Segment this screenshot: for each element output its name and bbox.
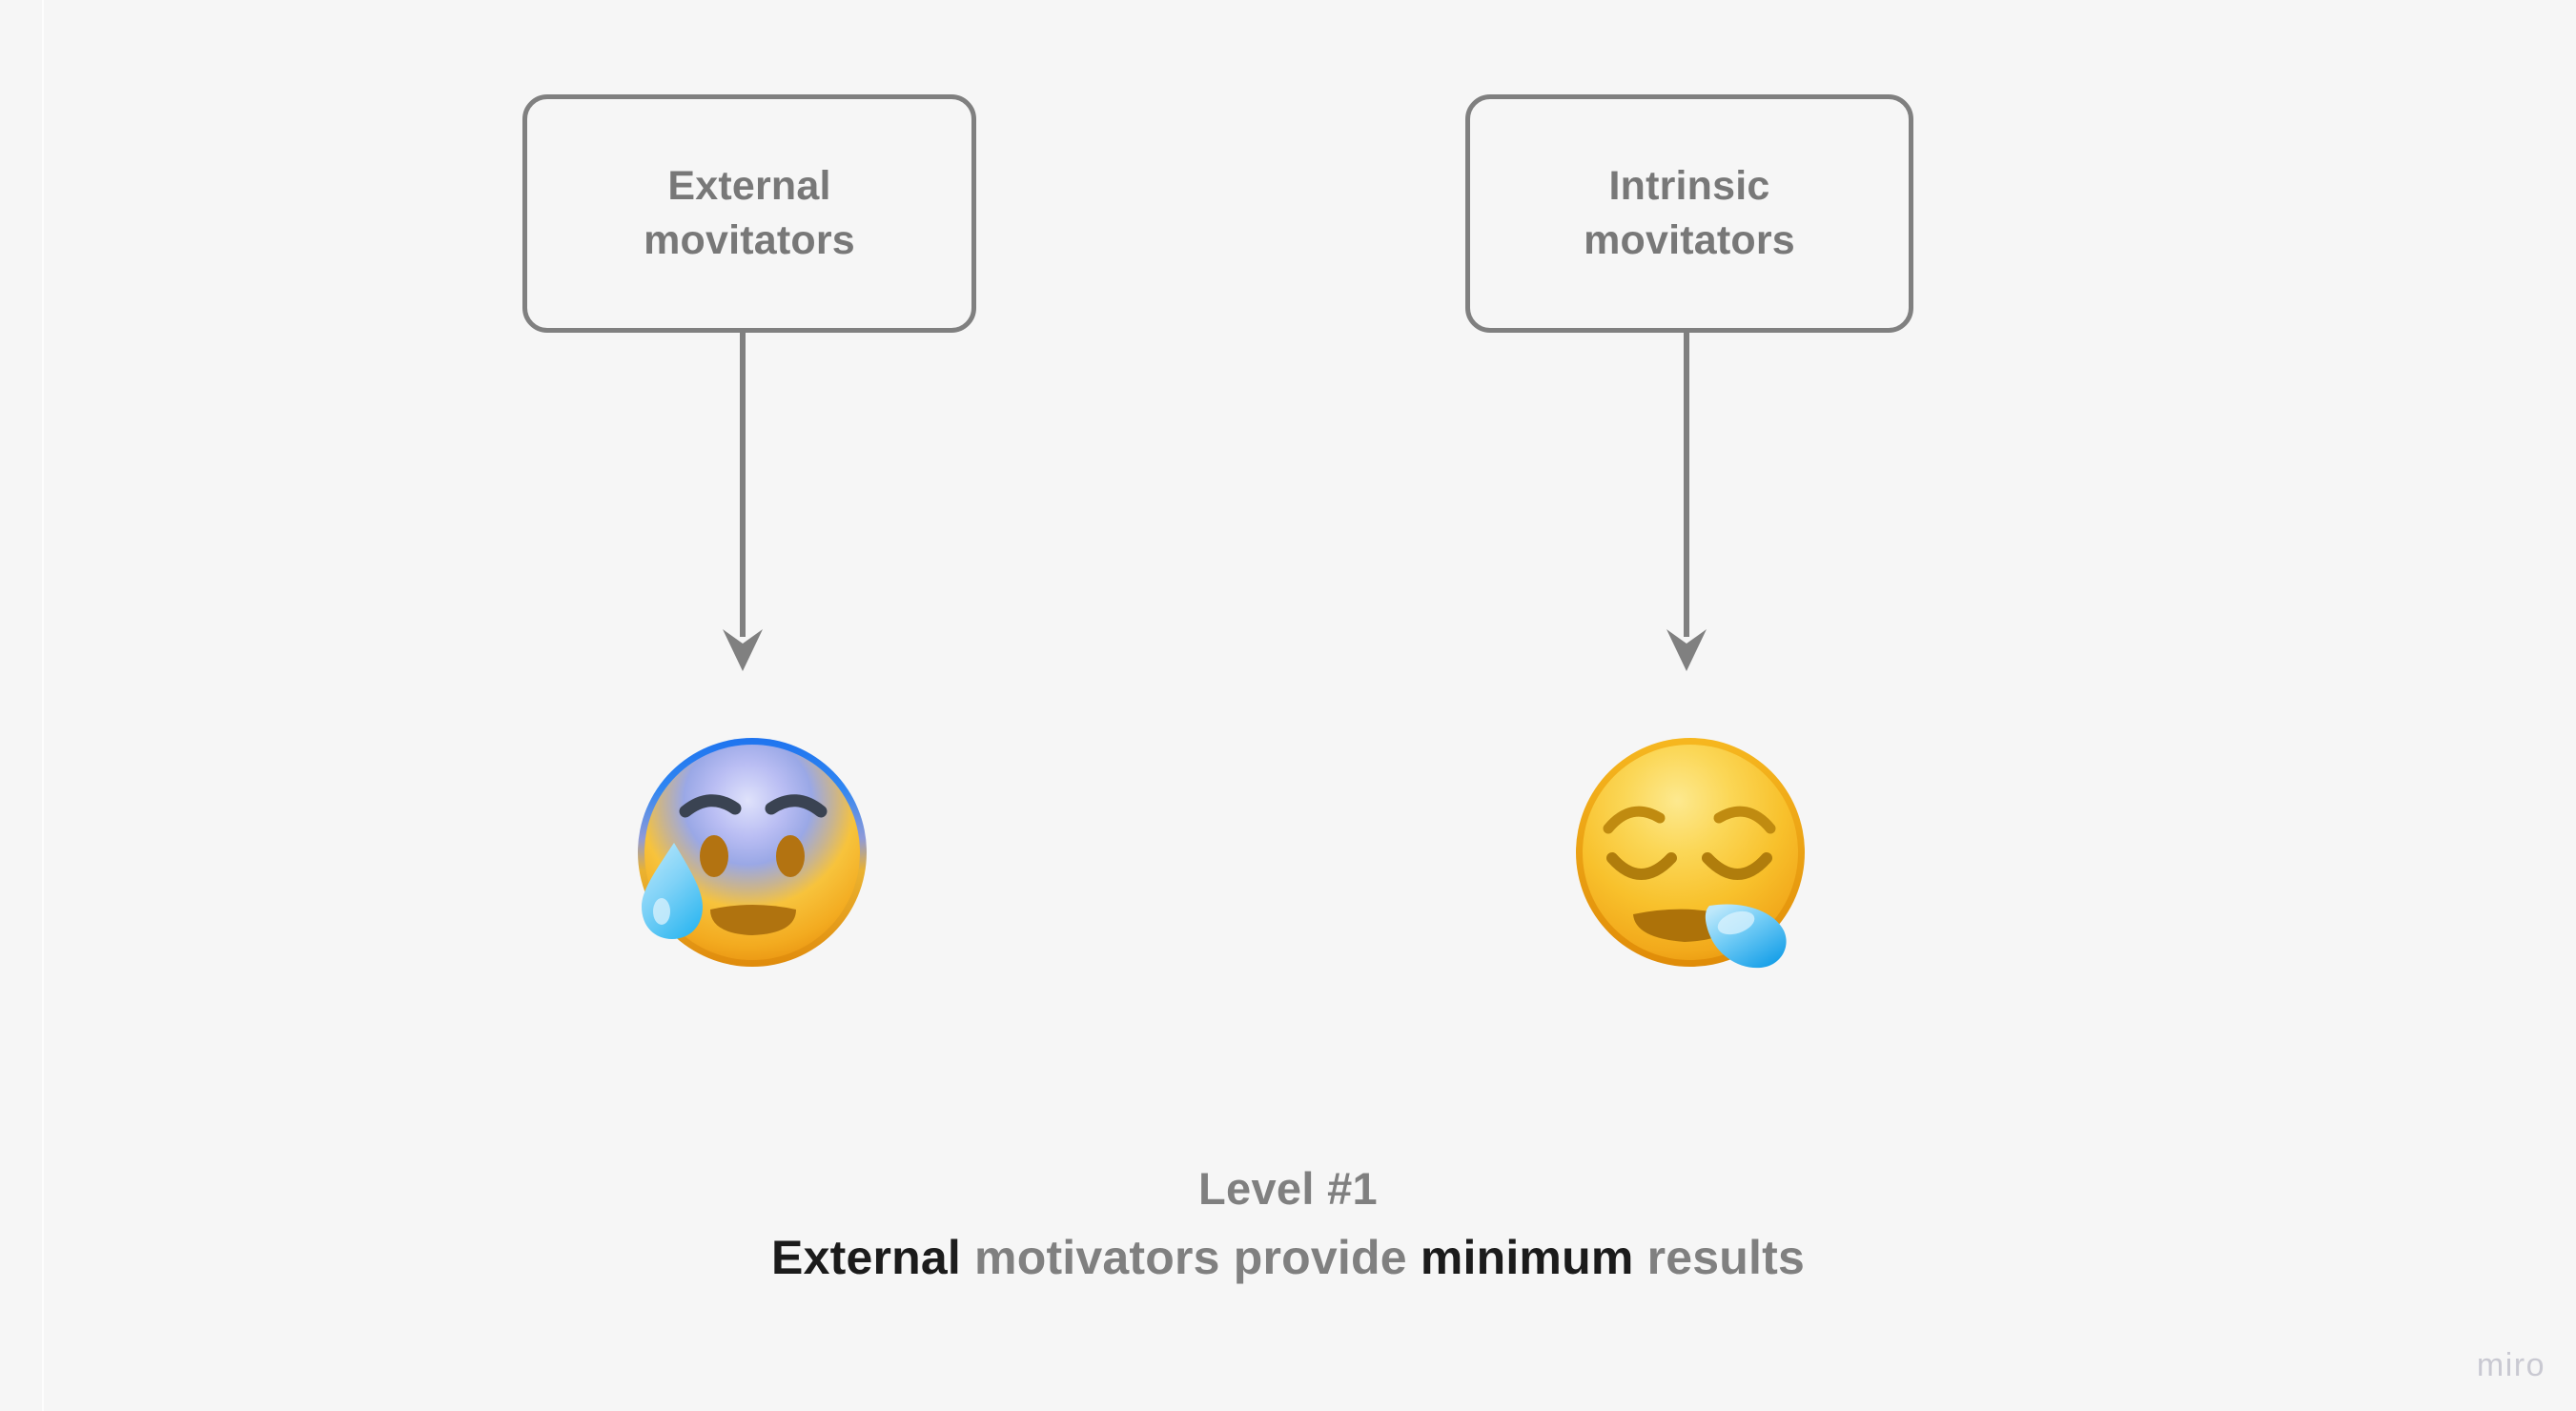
caption-part-results: results	[1633, 1231, 1805, 1285]
anxious-face-with-sweat-emoji[interactable]	[632, 736, 867, 974]
arrow-down-intrinsic[interactable]	[1666, 332, 1707, 671]
node-intrinsic-label: Intrinsic movitators	[1584, 162, 1795, 263]
caption-statement-text: External motivators provide minimum resu…	[0, 1229, 2576, 1287]
caption-part-external: External	[771, 1231, 961, 1285]
caption-level-text: Level #1	[1198, 1163, 1378, 1214]
sleepy-face-emoji[interactable]	[1576, 736, 1812, 976]
caption-block: Level #1 External motivators provide min…	[0, 1161, 2576, 1287]
caption-part-motivators-provide: motivators provide	[960, 1231, 1421, 1285]
frame-left-edge	[42, 0, 44, 1411]
arrow-down-external[interactable]	[722, 332, 764, 671]
node-external-label: External movitators	[644, 162, 855, 263]
caption-part-minimum: minimum	[1420, 1231, 1634, 1285]
node-external-movitators[interactable]: External movitators	[522, 94, 976, 333]
node-intrinsic-movitators[interactable]: Intrinsic movitators	[1465, 94, 1913, 333]
miro-watermark: miro	[2476, 1347, 2545, 1383]
